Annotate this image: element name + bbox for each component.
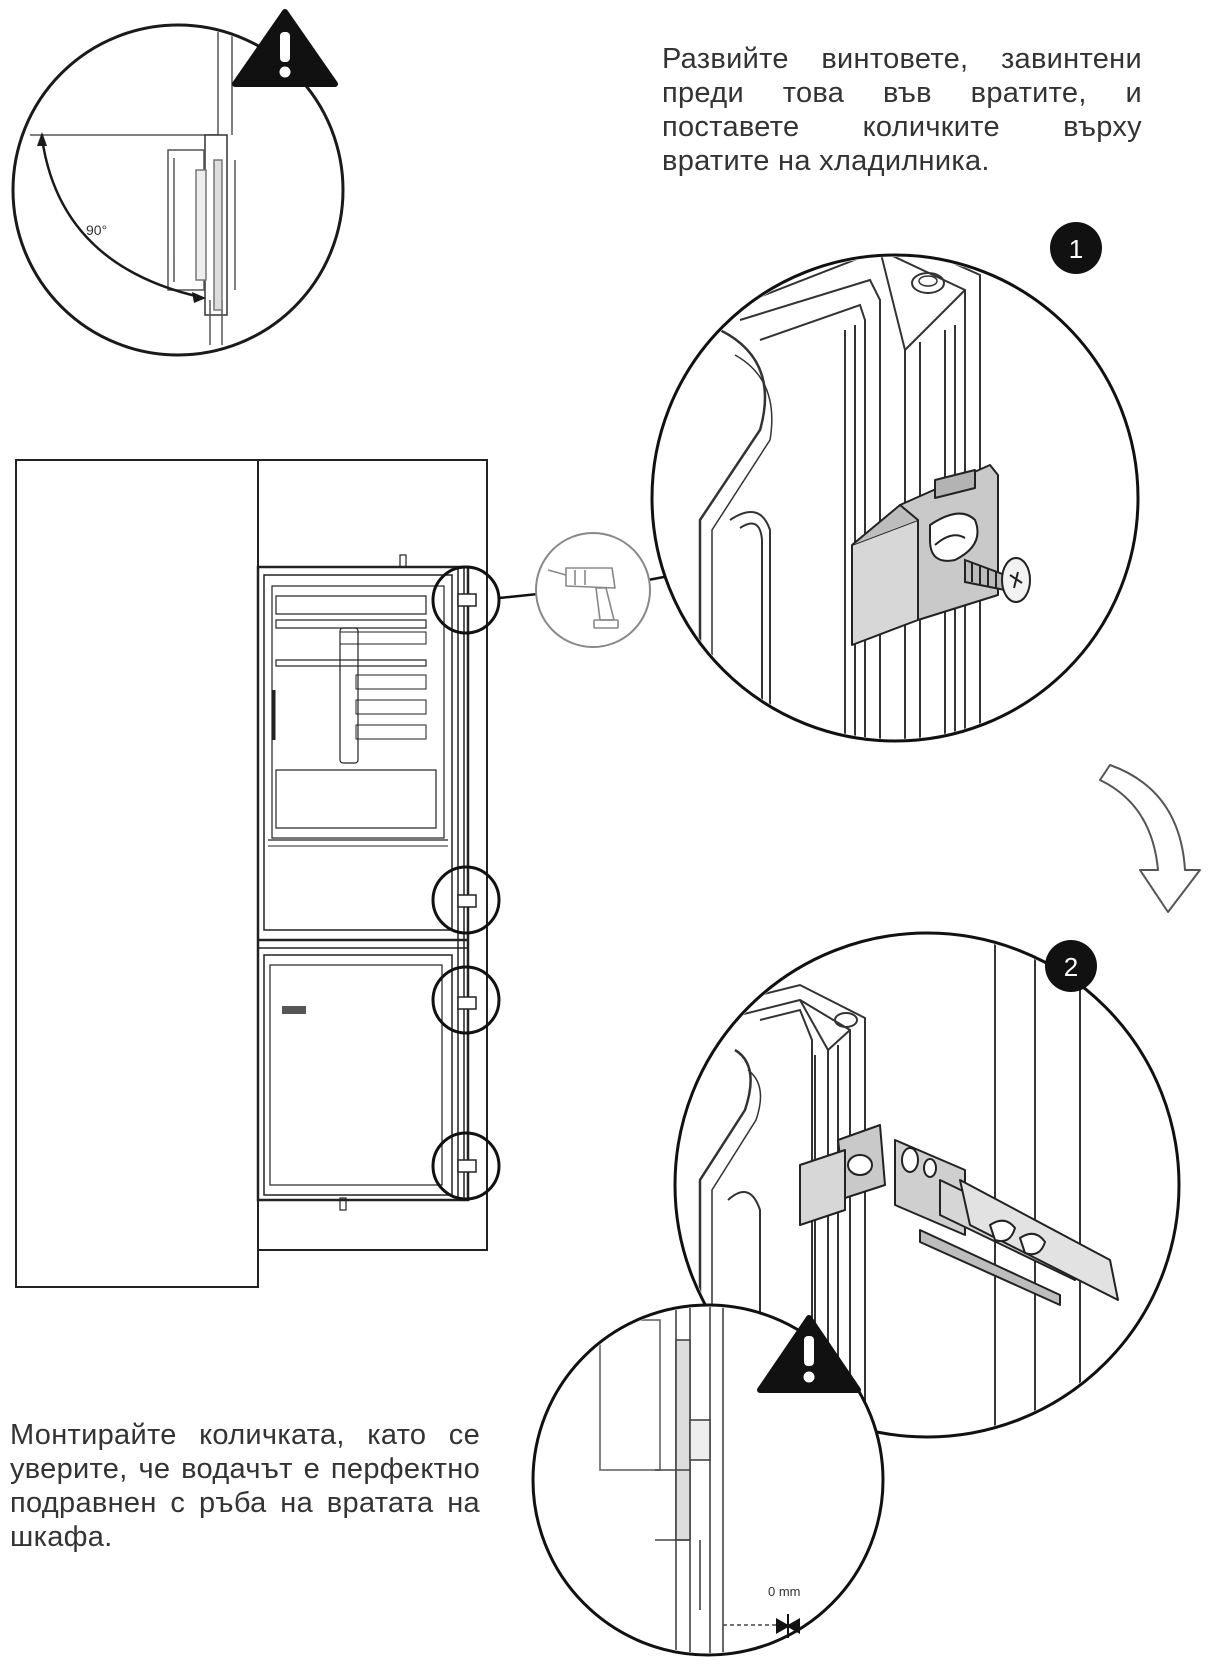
- warning-icon: [232, 9, 338, 87]
- electric-screwdriver-icon: [535, 532, 651, 648]
- step-one-detail: 1: [650, 222, 1140, 743]
- instruction-line: Развийте винтовете, завинтени: [662, 43, 1142, 75]
- instruction-line: подравнен с ръба на вратата на: [10, 1487, 480, 1519]
- instruction-text-top: Развийте винтовете, завинтени преди това…: [662, 42, 1142, 178]
- instruction-line: преди това във вратите, и: [662, 77, 1142, 109]
- step-two-detail: 2: [673, 931, 1181, 1439]
- gap-marker: [776, 1614, 800, 1638]
- angle-label: 90°: [86, 222, 107, 238]
- cabinet-elevation: [15, 459, 488, 1288]
- instruction-line: уверите, че водачът е перфектно: [10, 1453, 480, 1485]
- bracket-highlight-circles: [431, 565, 501, 1201]
- instruction-line: поставете количките върху: [662, 111, 1142, 143]
- door-slide-icon: [894, 1139, 1119, 1306]
- gap-label: 0 mm: [768, 1584, 801, 1599]
- step-one-number: 1: [1069, 234, 1083, 264]
- curved-arrow-icon: [1099, 764, 1201, 913]
- warning-icon: [757, 1315, 861, 1393]
- instruction-line: шкафа.: [10, 1521, 113, 1553]
- instruction-text-bottom: Монтирайте количката, като се уверите, ч…: [10, 1418, 480, 1554]
- instruction-line: вратите на хладилника.: [662, 145, 990, 177]
- detail-circle-90-degrees: 90°: [11, 9, 345, 357]
- instruction-line: Монтирайте количката, като се: [10, 1419, 480, 1451]
- step-two-number: 2: [1064, 952, 1078, 982]
- door-bracket: [799, 1124, 886, 1226]
- detail-circle-zero-gap: 0 mm: [531, 1303, 885, 1657]
- screw-icon: [964, 557, 1031, 603]
